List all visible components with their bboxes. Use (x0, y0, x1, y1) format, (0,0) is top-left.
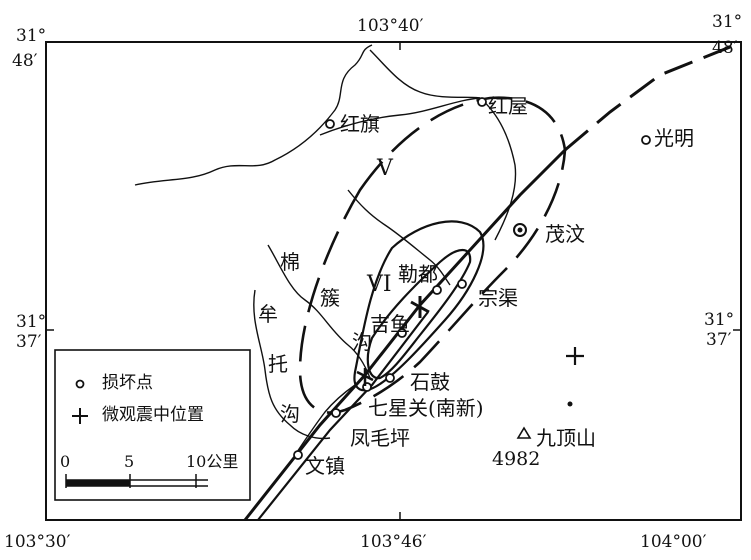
river-char-tuo: 托 (268, 352, 288, 376)
epicenter-mark-jiyu (410, 296, 430, 318)
damage-point-shigu (385, 373, 395, 383)
coord-top-lon: 103°40′ (357, 16, 424, 36)
place-elevation: 4982 (492, 448, 541, 470)
river-char-cu: 簇 (320, 286, 340, 310)
coord-bottom-right-lon: 104°00′ (640, 532, 707, 552)
place-guangming: 光明 (654, 126, 694, 150)
place-hongwu: 红屋 (488, 94, 528, 118)
place-jiudingshan: 九顶山 (536, 426, 596, 450)
legend-box (54, 349, 251, 501)
map-frame (45, 41, 742, 521)
coord-right-mid-lat-deg: 31° (704, 310, 735, 330)
damage-point-jiyu (397, 328, 407, 338)
river-char-mou: 牟 (258, 302, 278, 326)
damage-point-guangming (641, 135, 651, 145)
legend-epicenter-label: 微观震中位置 (102, 405, 204, 425)
river-north-branch (319, 97, 481, 136)
river-east (369, 49, 517, 241)
place-jiyu: 吉鱼 (370, 312, 410, 336)
river-north (134, 44, 373, 186)
coord-right-top-lat-deg: 31° (712, 12, 743, 32)
river-moutuo (253, 289, 331, 440)
peak-triangle-icon (516, 426, 532, 439)
river-char-gou2: 沟 (352, 330, 372, 354)
legend-damage-icon (75, 379, 85, 389)
place-qixingguan: 七星关(南新) (368, 396, 484, 420)
coord-left-mid-lat-min: 37′ (16, 332, 42, 352)
intensity-vi: VI (367, 272, 392, 297)
river-mianyu (267, 244, 371, 379)
place-shigu: 石鼓 (410, 370, 450, 394)
coord-left-top-lat-min: 48′ (12, 51, 38, 71)
coord-left-mid-lat-deg: 31° (16, 312, 47, 332)
river-inner (347, 189, 451, 286)
legend-damage-label: 损坏点 (102, 373, 153, 393)
damage-point-east (567, 401, 573, 407)
coord-bottom-mid-lon: 103°46′ (360, 532, 427, 552)
coord-bottom-left-lon: 103°30′ (4, 532, 71, 552)
scale-five: 5 (124, 452, 135, 471)
scale-ten: 10公里 (186, 452, 239, 471)
damage-point-fengmaoping (331, 408, 341, 418)
place-fengmaoping: 凤毛坪 (350, 426, 410, 450)
damage-point-hongwu (477, 97, 487, 107)
damage-point-hongqi (325, 119, 335, 129)
coord-right-top-lat-min: 48′ (712, 38, 738, 58)
scale-zero: 0 (60, 452, 71, 471)
scale-fill-segment (66, 480, 130, 486)
isoseismal-inner (366, 248, 472, 380)
river-char-mian: 棉 (280, 250, 300, 274)
epicenter-mark-east (566, 347, 584, 365)
river-char-gou: 沟 (280, 402, 300, 426)
coord-left-top-lat-deg: 31° (16, 26, 47, 46)
fault-dashed (564, 43, 736, 152)
epicenter-mark-shigu (356, 368, 374, 386)
intensity-v: V (377, 156, 393, 181)
legend-epicenter-icon (72, 408, 88, 424)
place-maowen: 茂汶 (545, 222, 585, 246)
place-wenzhen: 文镇 (305, 454, 345, 478)
place-ledu: 勒都 (398, 262, 438, 286)
isoseismal-v (298, 96, 567, 414)
damage-point-zongqu (457, 279, 467, 289)
place-zongqu: 宗渠 (478, 286, 518, 310)
coord-right-mid-lat-min: 37′ (706, 330, 732, 350)
damage-point-ledu (432, 285, 442, 295)
damage-point-maowen-dot (517, 227, 523, 233)
isoseismal-vi (353, 220, 485, 392)
river-south (294, 384, 356, 456)
damage-point-wenzhen (293, 450, 303, 460)
place-hongqi: 红旗 (340, 112, 380, 136)
